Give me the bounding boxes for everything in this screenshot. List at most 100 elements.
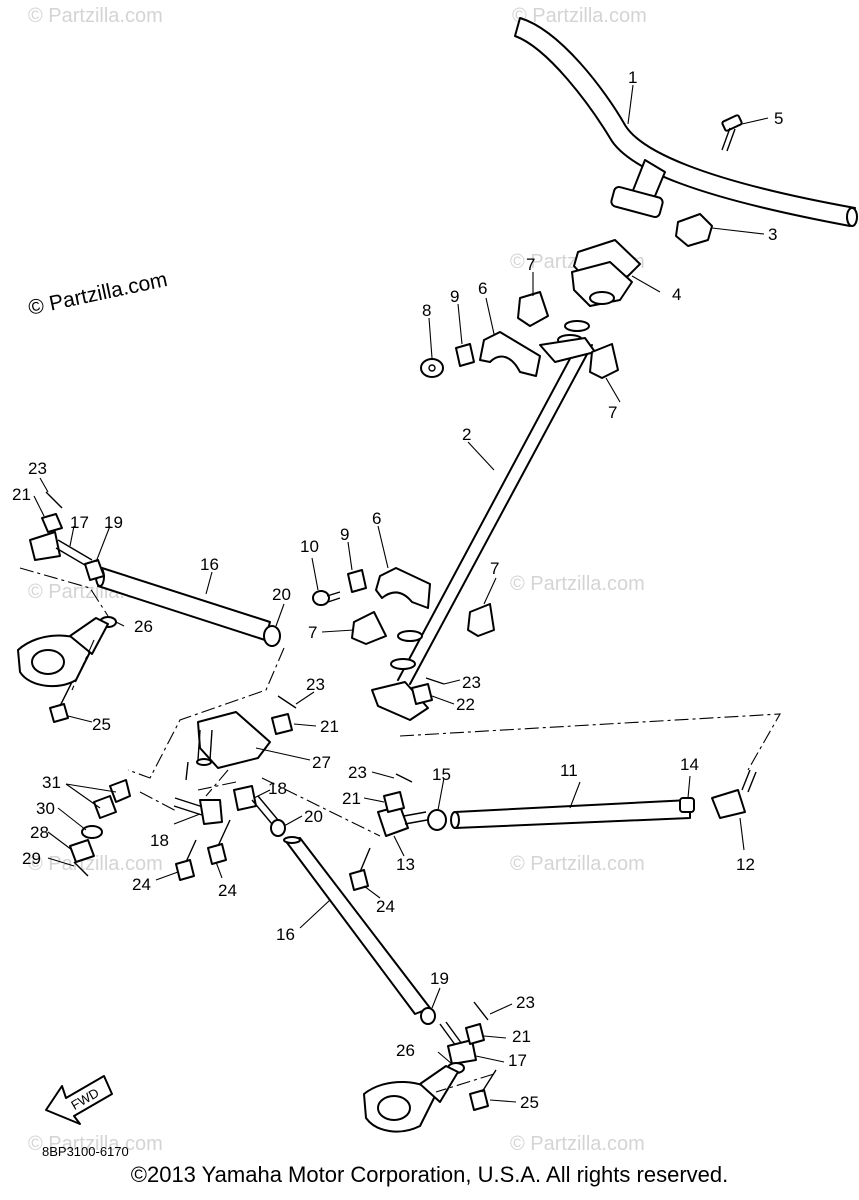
bolt-10 bbox=[312, 590, 341, 606]
cotter-pin-23b bbox=[277, 695, 297, 709]
callout-18: 18 bbox=[150, 831, 169, 850]
callout-3: 3 bbox=[768, 225, 777, 244]
washer-30 bbox=[81, 825, 103, 839]
leader-lines bbox=[33, 84, 769, 1103]
callout-1: 1 bbox=[628, 68, 637, 87]
nut-15 bbox=[427, 809, 447, 831]
nut-8 bbox=[420, 358, 444, 378]
plate-9b bbox=[347, 569, 367, 593]
tie-rod-end-13 bbox=[377, 805, 428, 837]
watermark: © Partzilla.com bbox=[510, 853, 645, 875]
plate-9a bbox=[455, 343, 475, 367]
tie-rod-end-17-lower bbox=[439, 1021, 477, 1065]
nut-22 bbox=[411, 683, 433, 705]
callout-28: 28 bbox=[30, 823, 49, 842]
callout-10: 10 bbox=[300, 537, 319, 556]
callout-2: 2 bbox=[462, 425, 471, 444]
tie-rod-end-12 bbox=[711, 769, 757, 819]
callout-23: 23 bbox=[348, 763, 367, 782]
cotter-pin-23d bbox=[425, 677, 445, 685]
cotter-pin-23c bbox=[395, 773, 413, 783]
callout-17: 17 bbox=[508, 1051, 527, 1070]
nut-28 bbox=[69, 839, 95, 863]
callout-19: 19 bbox=[104, 513, 123, 532]
handlebar-holder-upper bbox=[675, 213, 713, 247]
callout-26: 26 bbox=[134, 617, 153, 636]
callout-29: 29 bbox=[22, 849, 41, 868]
callout-9: 9 bbox=[340, 525, 349, 544]
callout-25: 25 bbox=[520, 1093, 539, 1112]
callout-18: 18 bbox=[268, 779, 287, 798]
bushings-31 bbox=[93, 779, 131, 819]
watermark: © Partzilla.com bbox=[28, 5, 163, 27]
callout-23: 23 bbox=[516, 993, 535, 1012]
tie-rod-end-18a bbox=[173, 797, 223, 825]
callout-17: 17 bbox=[70, 513, 89, 532]
callout-13: 13 bbox=[396, 855, 415, 874]
nut-19-lower bbox=[420, 1007, 436, 1025]
bushing-7b bbox=[589, 343, 619, 379]
watermark: © Partzilla.com bbox=[28, 1133, 163, 1155]
dash-line bbox=[435, 1073, 495, 1093]
callout-21: 21 bbox=[320, 717, 339, 736]
handlebar bbox=[514, 17, 858, 227]
watermark: © Partzilla.com bbox=[510, 1133, 645, 1155]
bolt-25b bbox=[469, 1069, 497, 1111]
callout-7: 7 bbox=[490, 559, 499, 578]
callout-23: 23 bbox=[462, 673, 481, 692]
callout-6: 6 bbox=[478, 279, 487, 298]
callout-7: 7 bbox=[526, 255, 535, 274]
callout-22: 22 bbox=[456, 695, 475, 714]
watermark-main: © Partzilla.com bbox=[26, 268, 169, 320]
bolt-24a bbox=[175, 839, 197, 881]
watermark: © Partzilla.com bbox=[510, 573, 645, 595]
nut-14 bbox=[679, 797, 695, 813]
callout-4: 4 bbox=[672, 285, 681, 304]
bolt-25a bbox=[49, 681, 73, 723]
callout-23: 23 bbox=[28, 459, 47, 478]
nut-21d bbox=[465, 1023, 485, 1045]
callout-16: 16 bbox=[200, 555, 219, 574]
handlebar-holder-lower bbox=[571, 239, 641, 307]
callout-26: 26 bbox=[396, 1041, 415, 1060]
callout-8: 8 bbox=[422, 301, 431, 320]
dash-line bbox=[139, 791, 179, 813]
callout-25: 25 bbox=[92, 715, 111, 734]
cotter-pin-23a bbox=[45, 491, 63, 509]
nut-20a bbox=[263, 625, 281, 647]
fwd-arrow-icon: FWD bbox=[45, 1075, 113, 1125]
callout-6: 6 bbox=[372, 509, 381, 528]
callout-7: 7 bbox=[308, 623, 317, 642]
bolt-5 bbox=[721, 114, 743, 152]
callout-20: 20 bbox=[272, 585, 291, 604]
steering-column bbox=[371, 320, 596, 721]
knuckle-upper bbox=[17, 617, 109, 688]
callout-15: 15 bbox=[432, 765, 451, 784]
callout-16: 16 bbox=[276, 925, 295, 944]
dash-line bbox=[19, 567, 109, 617]
callout-23: 23 bbox=[306, 675, 325, 694]
tie-rod-end-18b bbox=[233, 785, 279, 825]
callout-24: 24 bbox=[218, 881, 237, 900]
callout-24: 24 bbox=[132, 875, 151, 894]
callouts: 1 5 3 4 7 6 9 8 7 2 10 9 6 7 7 23 22 11 … bbox=[12, 68, 783, 1112]
cotter-pin-23e bbox=[473, 1001, 489, 1021]
nut-21b bbox=[271, 713, 293, 735]
dash-line bbox=[71, 639, 95, 691]
nut-21c bbox=[383, 791, 405, 813]
callout-9: 9 bbox=[450, 287, 459, 306]
callout-19: 19 bbox=[430, 969, 449, 988]
bolt-24b bbox=[207, 819, 231, 865]
steering-column-holder-top bbox=[479, 331, 541, 377]
dash-line bbox=[399, 713, 781, 771]
steering-column-holder-bottom bbox=[375, 567, 431, 609]
callout-5: 5 bbox=[774, 109, 783, 128]
watermark: © Partzilla.com bbox=[28, 853, 163, 875]
tie-rod-16-upper bbox=[95, 567, 271, 641]
bushing-7a bbox=[517, 291, 549, 327]
watermarks: © Partzilla.com © Partzilla.com © Partzi… bbox=[26, 5, 647, 1155]
callout-31: 31 bbox=[42, 773, 61, 792]
bushing-7c bbox=[351, 611, 387, 645]
callout-14: 14 bbox=[680, 755, 699, 774]
bushing-7d bbox=[467, 603, 495, 637]
